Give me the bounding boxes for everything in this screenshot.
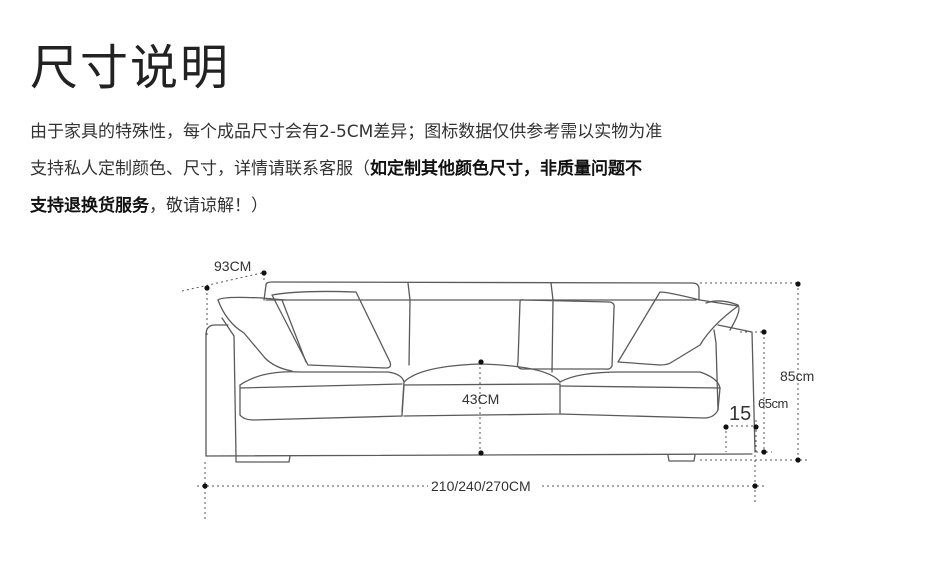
dimension-dots (202, 270, 801, 489)
width-label: 210/240/270CM (431, 478, 531, 494)
arm-height-label: 65cm (758, 396, 788, 411)
seat-height-label: 43CM (462, 391, 499, 407)
dimension-labels: 93CM 43CM 15 65cm 85cm 210/240/270CM (214, 258, 814, 494)
total-height-label: 85cm (780, 368, 814, 384)
depth-label: 93CM (214, 258, 251, 274)
left-pillow (271, 290, 392, 369)
description-line-3-bold: 支持退换货服务 (30, 196, 149, 216)
right-pillow (617, 291, 739, 366)
seat-cushion-middle (403, 363, 561, 383)
seat-cushion-left (239, 371, 405, 413)
middle-pillow (516, 299, 615, 370)
page-title: 尺寸说明 (30, 40, 231, 96)
description-line-2-normal: 支持私人定制颜色、尺寸，详情请联系客服（ (30, 159, 370, 179)
left-arm (205, 324, 229, 336)
dimension-guides (181, 271, 810, 520)
description-line-3-normal: ，敬请谅解！） (149, 196, 268, 216)
description-line-3: 支持退换货服务，敬请谅解！） (30, 188, 790, 225)
right-arm (705, 300, 740, 331)
description-line-2: 支持私人定制颜色、尺寸，详情请联系客服（如定制其他颜色尺寸，非质量问题不 (30, 151, 790, 188)
sofa-back (265, 281, 700, 301)
sofa-base (205, 453, 753, 457)
seat-cushion-right (559, 371, 721, 389)
size-description: 由于家具的特殊性，每个成品尺寸会有2-5CM差异；图标数据仅供参考需以实物为准 … (30, 114, 790, 225)
description-line-2-bold: 如定制其他颜色尺寸，非质量问题不 (370, 159, 642, 179)
leg-height-label: 15 (729, 403, 751, 425)
description-line-1: 由于家具的特殊性，每个成品尺寸会有2-5CM差异；图标数据仅供参考需以实物为准 (30, 122, 663, 142)
